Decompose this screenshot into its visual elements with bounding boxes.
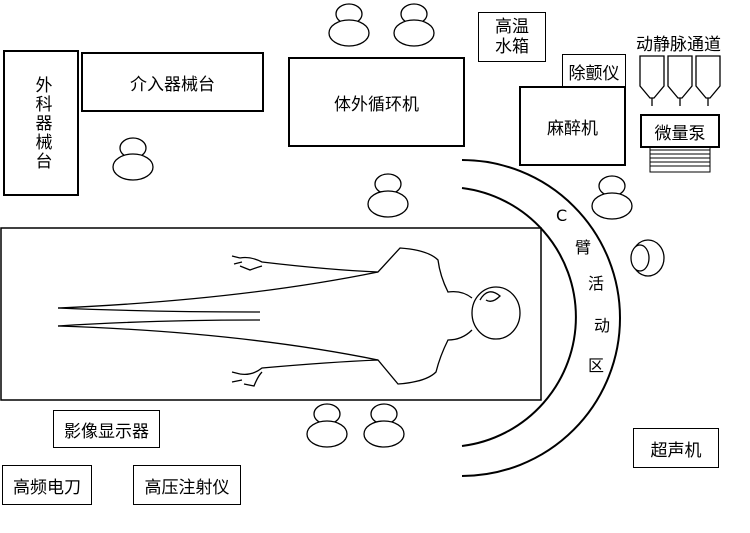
warm-water-tank: 高温 水箱 <box>478 12 546 62</box>
image-display: 影像显示器 <box>53 410 160 448</box>
ultrasound-machine: 超声机 <box>633 428 719 468</box>
pressure-injector-label: 高压注射仪 <box>144 477 230 498</box>
electrosurgical-unit: 高频电刀 <box>2 465 92 505</box>
interventional-instrument-table-label: 介入器械台 <box>130 74 215 95</box>
image-display-label: 影像显示器 <box>64 421 149 442</box>
iv-lines-label: 动静脉通道 <box>636 35 721 55</box>
micro-pump-label: 微量泵 <box>654 123 706 144</box>
c-arm-char-1: C <box>556 206 568 225</box>
ecmo-machine: 体外循环机 <box>288 57 465 147</box>
surgical-instrument-table-label: 外科器械台 <box>31 75 52 171</box>
c-arm-char-5: 区 <box>588 356 605 375</box>
anesthesia-machine-label: 麻醉机 <box>547 118 598 139</box>
iv-bags <box>639 55 721 106</box>
c-arm-char-4: 动 <box>594 316 611 335</box>
micro-pump-stack <box>649 145 711 173</box>
c-arm-char-2: 臂 <box>575 238 592 257</box>
pressure-injector: 高压注射仪 <box>133 465 241 505</box>
defibrillator: 除颤仪 <box>562 54 626 88</box>
anesthesia-machine: 麻醉机 <box>519 86 626 166</box>
electrosurgical-unit-label: 高频电刀 <box>13 477 81 498</box>
interventional-instrument-table: 介入器械台 <box>81 52 264 112</box>
stools <box>112 3 665 448</box>
c-arm-char-3: 活 <box>588 274 605 293</box>
defibrillator-label: 除颤仪 <box>568 63 620 84</box>
c-arm-arcs <box>461 159 621 477</box>
micro-pump: 微量泵 <box>640 114 720 148</box>
warm-water-tank-label-1: 高温 <box>495 16 529 37</box>
operating-table <box>0 227 542 401</box>
surgical-instrument-table: 外科器械台 <box>3 50 79 196</box>
patient-outline <box>57 247 521 387</box>
warm-water-tank-label-2: 水箱 <box>495 37 529 57</box>
ultrasound-machine-label: 超声机 <box>650 440 702 461</box>
ecmo-machine-label: 体外循环机 <box>334 94 419 115</box>
